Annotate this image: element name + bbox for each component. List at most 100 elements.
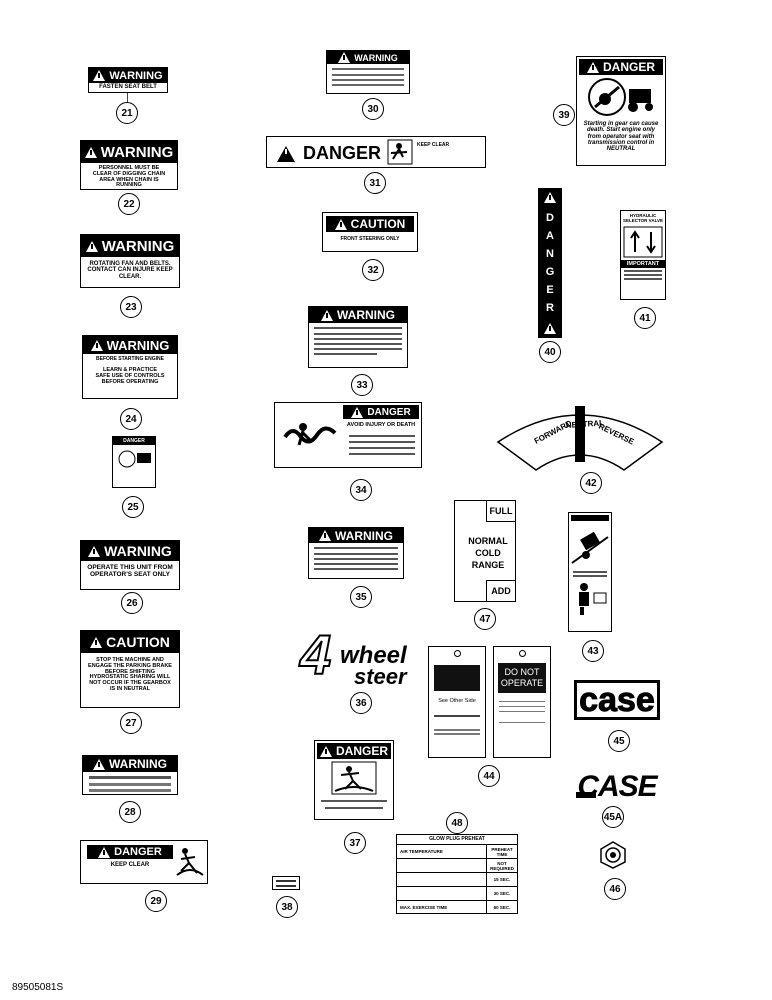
- valve-arrows-icon: [623, 226, 663, 258]
- decal-40-letter: D: [546, 212, 554, 224]
- decal-24-header: WARNING: [106, 337, 170, 353]
- decal-23-text: ROTATING FAN AND BELTS. CONTACT CAN INJU…: [87, 261, 173, 280]
- decal-24-text: BEFORE STARTING ENGINE: [96, 356, 164, 362]
- decal-35: WARNING: [308, 527, 404, 579]
- callout-23: 23: [120, 296, 142, 318]
- decal-27: CAUTION STOP THE MACHINE AND ENGAGE THE …: [80, 630, 180, 708]
- decal-48-row: 15 SEC.: [397, 873, 517, 888]
- decal-45-case-logo: case: [574, 680, 660, 720]
- decal-25: DANGER: [112, 436, 156, 488]
- decal-21-header: WARNING: [109, 69, 163, 82]
- decal-37-header: DANGER: [335, 744, 388, 758]
- decal-48-title: GLOW PLUG PREHEAT: [397, 835, 517, 846]
- callout-38: 38: [276, 896, 298, 918]
- decal-47: FULL NORMAL COLD RANGE ADD: [454, 500, 516, 602]
- callout-25: 25: [122, 496, 144, 518]
- callout-33: 33: [351, 374, 373, 396]
- decal-35-header: WARNING: [335, 528, 393, 543]
- decal-41-header: IMPORTANT: [621, 260, 665, 269]
- decal-47-range: NORMAL COLD RANGE: [468, 536, 508, 571]
- danger-triangle-icon: [544, 323, 556, 334]
- decal-44-tag-1: See Other Side: [428, 646, 486, 758]
- entanglement-pictogram-icon: [176, 848, 204, 876]
- decal-48-row: 30 SEC.: [397, 887, 517, 902]
- callout-28: 28: [119, 801, 141, 823]
- decal-39: DANGER Starting in gear can cause death.…: [576, 56, 666, 166]
- warning-triangle-icon: [84, 146, 97, 158]
- crush-hazard-pictogram-icon: [283, 423, 337, 446]
- tractor-pictogram-icon: [118, 450, 151, 468]
- callout-45a: 45A: [602, 806, 624, 828]
- decal-23-header: WARNING: [101, 237, 175, 255]
- callout-34: 34: [350, 479, 372, 501]
- entanglement-pictogram-icon: [387, 139, 413, 165]
- callout-32: 32: [362, 259, 384, 281]
- decal-29-text: KEEP CLEAR: [110, 862, 150, 868]
- warning-triangle-icon: [90, 339, 103, 351]
- decal-24-text2: LEARN & PRACTICE SAFE USE OF CONTROLS BE…: [95, 367, 165, 385]
- decal-31-text: KEEP CLEAR: [417, 142, 450, 148]
- decal-28: WARNING: [82, 755, 178, 795]
- decal-39-text: Starting in gear can cause death. Start …: [583, 121, 659, 153]
- decal-31: DANGER KEEP CLEAR: [266, 136, 486, 168]
- decal-34-header: DANGER: [367, 406, 411, 418]
- decal-26-text: OPERATE THIS UNIT FROM OPERATOR'S SEAT O…: [87, 564, 173, 578]
- decal-21-text: FASTEN SEAT BELT: [99, 84, 157, 90]
- decal-32-header: CAUTION: [350, 217, 406, 231]
- caution-triangle-icon: [90, 636, 103, 648]
- callout-31: 31: [364, 172, 386, 194]
- seat-belt-pictogram-icon: [579, 583, 607, 615]
- decal-36-4wheel-steer-logo: 4 wheel steer: [299, 622, 430, 689]
- decal-48-cell: [397, 873, 487, 887]
- callout-24: 24: [120, 408, 142, 430]
- decal-33-header: WARNING: [337, 308, 395, 322]
- decal-22-header: WARNING: [100, 143, 174, 161]
- warning-triangle-icon: [93, 70, 106, 81]
- decal-36-word2: steer: [354, 664, 407, 689]
- decal-33: WARNING: [308, 306, 408, 368]
- decal-27-header: CAUTION: [106, 634, 170, 650]
- callout-45: 45: [608, 730, 630, 752]
- decal-26: WARNING OPERATE THIS UNIT FROM OPERATOR'…: [80, 540, 180, 590]
- decal-48-cell: AIR TEMPERATURE: [397, 845, 487, 859]
- callout-42: 42: [580, 472, 602, 494]
- decal-48-cell: NOT REQUIRED: [490, 860, 514, 871]
- decal-44-tag-2: DO NOT OPERATE: [493, 646, 551, 758]
- decal-47-full: FULL: [486, 501, 515, 522]
- decal-25-header: DANGER: [123, 438, 145, 444]
- decal-45a-text: CASE: [577, 770, 657, 803]
- callout-35: 35: [350, 586, 372, 608]
- decal-44-tag2-title: DO NOT OPERATE: [498, 663, 546, 693]
- decal-34-text: AVOID INJURY OR DEATH: [346, 422, 416, 428]
- callout-37: 37: [344, 832, 366, 854]
- warning-triangle-icon: [93, 758, 105, 770]
- warning-triangle-icon: [88, 545, 101, 557]
- decal-41-title: HYDRAULIC SELECTOR VALVE: [623, 213, 664, 223]
- callout-40: 40: [539, 341, 561, 363]
- figure-code: 89505081S: [12, 982, 64, 993]
- decal-43: [568, 512, 612, 632]
- decal-30-header: WARNING: [354, 52, 398, 63]
- decal-26-header: WARNING: [104, 543, 172, 559]
- decal-48-cell: [397, 887, 487, 901]
- decal-40-letter: R: [546, 302, 554, 314]
- callout-21: 21: [116, 102, 138, 124]
- decal-48-row: NOT REQUIRED: [397, 859, 517, 874]
- callout-48: 48: [446, 812, 468, 834]
- callout-26: 26: [121, 592, 143, 614]
- decal-36-word1: wheel: [340, 642, 407, 669]
- decal-48-cell: 60 SEC.: [493, 905, 511, 911]
- callout-47: 47: [474, 608, 496, 630]
- decal-29-header: DANGER: [114, 846, 162, 858]
- decal-22-text: PERSONNEL MUST BE CLEAR OF DIGGING CHAIN…: [92, 165, 166, 189]
- decal-39-header: DANGER: [602, 60, 655, 74]
- danger-triangle-icon: [351, 406, 364, 418]
- warning-triangle-icon: [321, 309, 333, 321]
- decal-38: [272, 876, 300, 890]
- callout-46: 46: [604, 878, 626, 900]
- danger-triangle-icon: [586, 61, 599, 73]
- warning-triangle-icon: [338, 52, 351, 63]
